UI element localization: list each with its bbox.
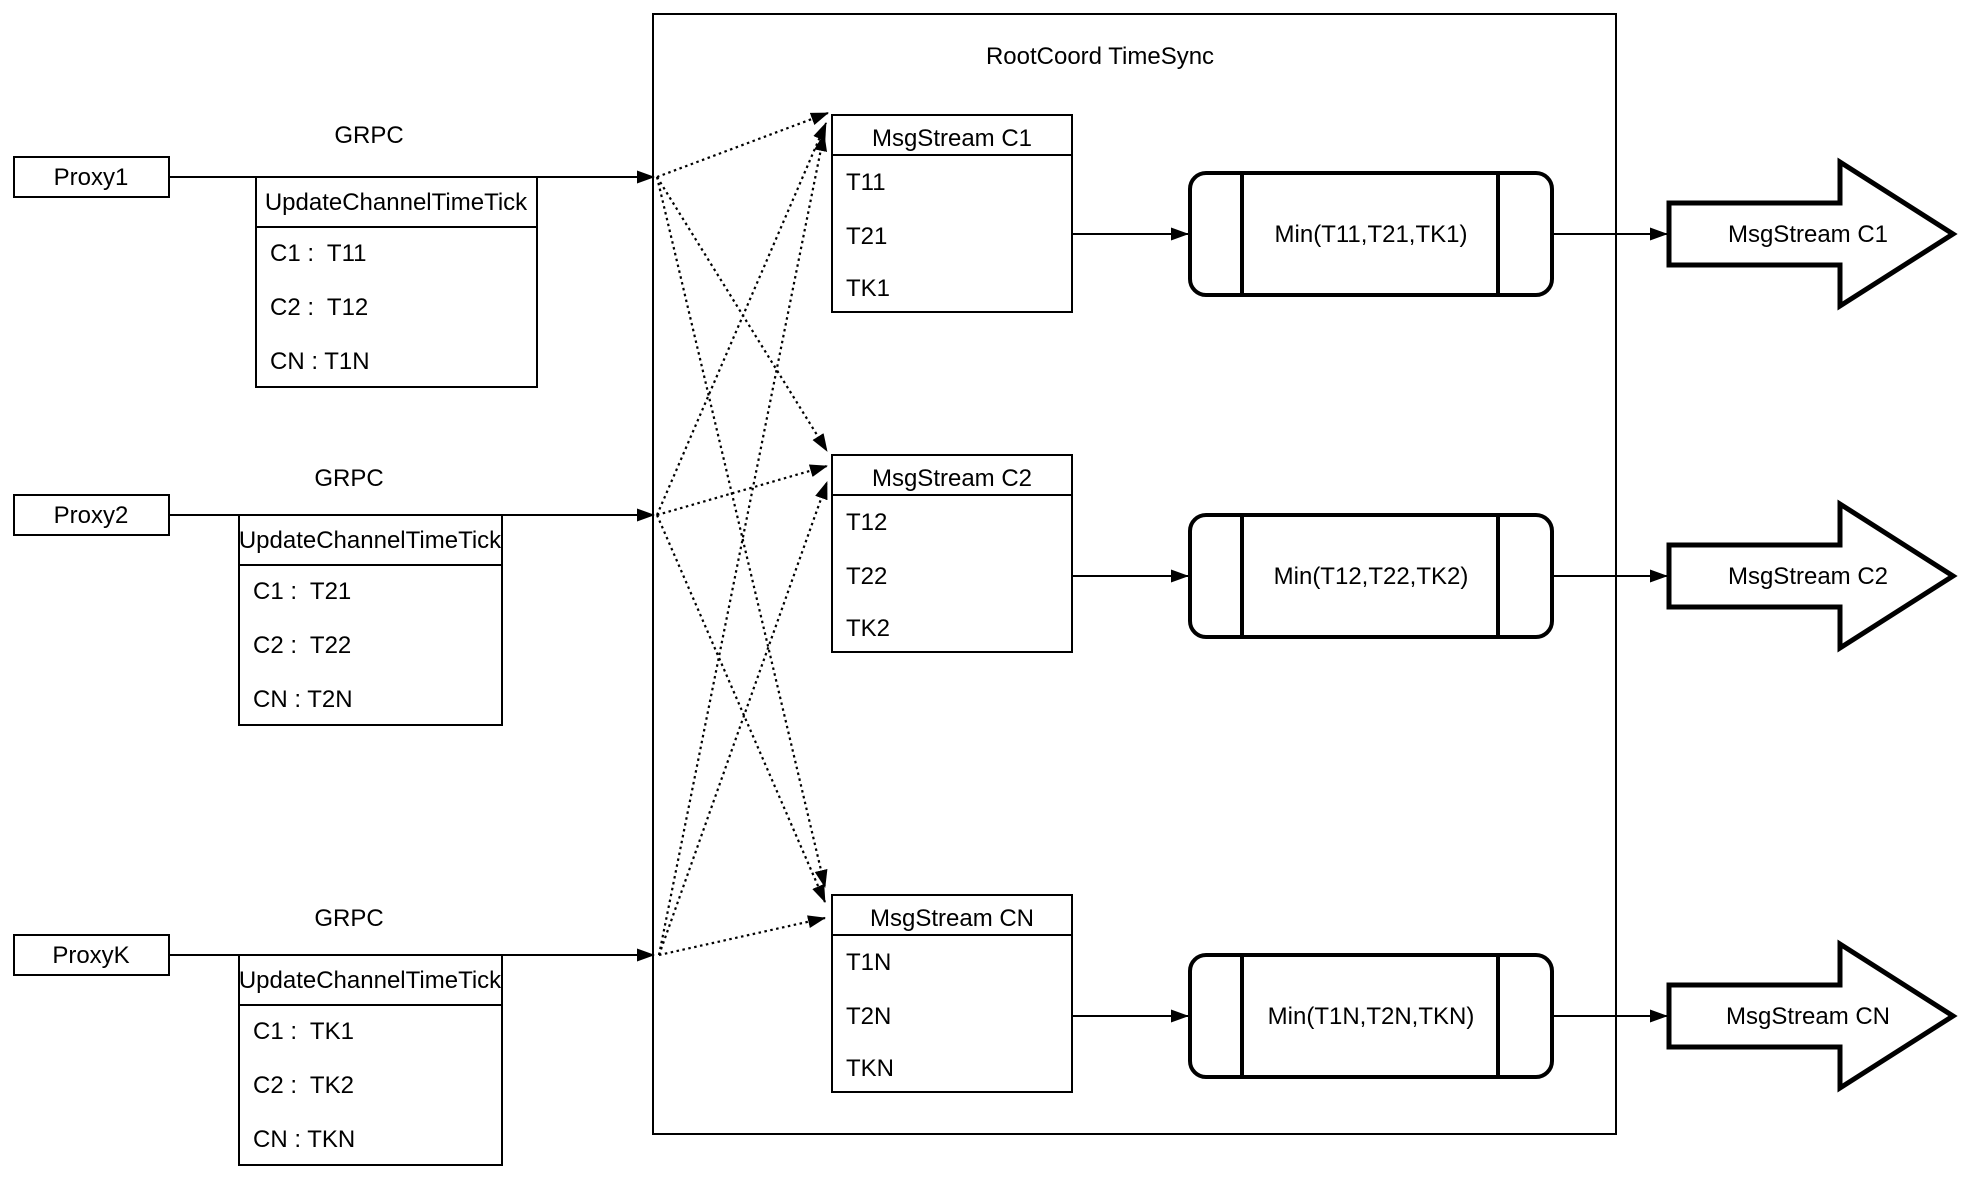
update-table-1 [255,176,538,388]
out-arrow-c1-label: MsgStream C1 [1728,221,1888,248]
update-table-1-row: C2 : T12 [270,294,368,321]
out-arrow-c2-label: MsgStream C2 [1728,563,1888,590]
out-arrow-c1: MsgStream C1 [1666,157,1958,311]
update-table-2-header: UpdateChannelTimeTick [239,527,502,554]
update-table-3 [238,954,503,1166]
proxyk-label: ProxyK [52,942,129,969]
update-table-2-row: C1 : T21 [253,578,351,605]
min-c1-label: Min(T11,T21,TK1) [1275,221,1468,248]
grpc-label-2: GRPC [314,465,383,492]
msgstream-c2-row: TK2 [846,615,890,642]
update-table-2 [238,514,503,726]
update-table-3-header: UpdateChannelTimeTick [239,967,502,994]
min-cn-label: Min(T1N,T2N,TKN) [1268,1003,1475,1030]
msgstream-c2-table [831,454,1073,653]
dotted-arrow-p2-cn [655,514,827,903]
update-table-1-row: CN : T1N [270,348,370,375]
dotted-arrow-p1-cn [655,176,828,888]
min-node-c1: Min(T11,T21,TK1) [1188,171,1554,297]
proxy1-label: Proxy1 [54,164,129,191]
out-arrow-c1-shape [1666,157,1958,311]
min-c2-label: Min(T12,T22,TK2) [1274,563,1469,590]
update-table-3-row: C2 : TK2 [253,1072,354,1099]
msgstream-c2-row: T12 [846,509,887,536]
min-node-cn: Min(T1N,T2N,TKN) [1188,953,1554,1079]
msgstream-c1-row: T21 [846,223,887,250]
proxy2-label: Proxy2 [54,502,129,529]
msgstream-c2-row: T22 [846,563,887,590]
dotted-arrow-p1-c1 [656,111,829,179]
grpc-label-1: GRPC [334,122,403,149]
update-table-1-header: UpdateChannelTimeTick [265,189,528,216]
msgstream-c2-header: MsgStream C2 [872,465,1032,492]
out-arrow-c2: MsgStream C2 [1666,499,1958,653]
out-arrow-cn: MsgStream CN [1666,939,1958,1093]
msgstream-c1-row: TK1 [846,275,890,302]
msgstream-c1-header: MsgStream C1 [872,125,1032,152]
update-table-1-row: C1 : T11 [270,240,367,267]
proxyk-box [13,934,170,976]
dotted-arrow-p2-c1 [655,122,828,516]
rootcoord-timesync-title: RootCoord TimeSync [986,43,1214,70]
msgstream-cn-row: T1N [846,949,891,976]
update-table-3-row: CN : TKN [253,1126,355,1153]
out-arrow-cn-shape [1666,939,1958,1093]
msgstream-cn-row: TKN [846,1055,894,1082]
dotted-arrow-pk-c1 [657,133,828,956]
proxy1-box [13,156,170,198]
update-table-2-row: C2 : T22 [253,632,351,659]
dotted-arrow-pk-cn [658,915,826,957]
msgstream-cn-table [831,894,1073,1093]
msgstream-cn-row: T2N [846,1003,891,1030]
msgstream-c1-table [831,114,1073,313]
out-arrow-cn-label: MsgStream CN [1726,1003,1890,1030]
min-node-c2: Min(T12,T22,TK2) [1188,513,1554,639]
msgstream-cn-header: MsgStream CN [870,905,1034,932]
msgstream-c1-row: T11 [846,169,886,196]
grpc-label-3: GRPC [314,905,383,932]
update-table-3-row: C1 : TK1 [253,1018,354,1045]
timetick-fanout-arrows [655,111,829,957]
update-table-2-row: CN : T2N [253,686,353,713]
proxy2-box [13,494,170,536]
out-arrow-c2-shape [1666,499,1958,653]
